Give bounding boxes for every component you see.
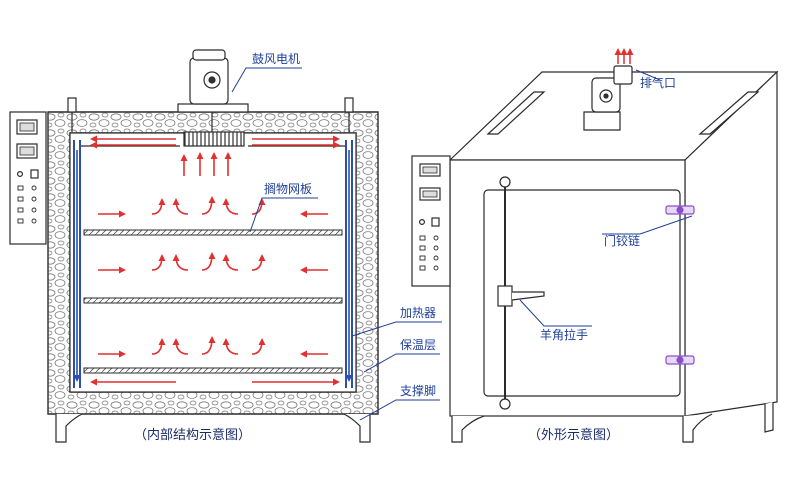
label-exhaust-port: 排气口 [640, 76, 677, 90]
cabinet-leg-right [682, 413, 713, 443]
blower-motor [177, 49, 249, 138]
label-heater: 加热器 [400, 306, 437, 320]
panel-buttons-left [17, 185, 37, 224]
label-door-hinge: 门铰链 [604, 234, 641, 248]
door-hinge-top [665, 205, 695, 215]
support-leg-right [343, 413, 371, 443]
control-panel-left [9, 111, 47, 245]
leader-lines-left [231, 67, 442, 421]
label-handle: 羊角拉手 [540, 328, 589, 342]
caption-internal: （内部结构示意图） [134, 428, 252, 443]
control-panel-right [411, 155, 451, 287]
caption-external: （外形示意图） [528, 428, 620, 443]
support-leg-left [55, 413, 83, 443]
exhaust-arrows [614, 48, 634, 64]
inner-chamber [69, 132, 357, 393]
leader-lines-right [519, 69, 693, 327]
mesh-shelf-2 [83, 297, 343, 304]
internal-structure-diagram [9, 49, 379, 443]
label-insulation: 保温层 [400, 338, 437, 352]
cabinet-leg-left [451, 415, 485, 443]
airflow-arrows [73, 135, 353, 386]
exhaust-motor [583, 65, 633, 131]
label-blower-motor: 鼓风电机 [252, 52, 301, 66]
fan-impeller [183, 131, 245, 147]
heater-left [73, 140, 81, 388]
door-hinge-bottom [665, 355, 695, 365]
mesh-shelf-1 [83, 229, 343, 236]
mesh-shelf-3 [83, 367, 343, 374]
label-support-leg: 支撑脚 [400, 384, 437, 398]
cabinet-door [483, 189, 681, 397]
heater-right [345, 140, 353, 388]
exterior-diagram [411, 48, 779, 443]
label-mesh-shelf: 搁物网板 [264, 182, 313, 196]
handle [511, 291, 545, 301]
